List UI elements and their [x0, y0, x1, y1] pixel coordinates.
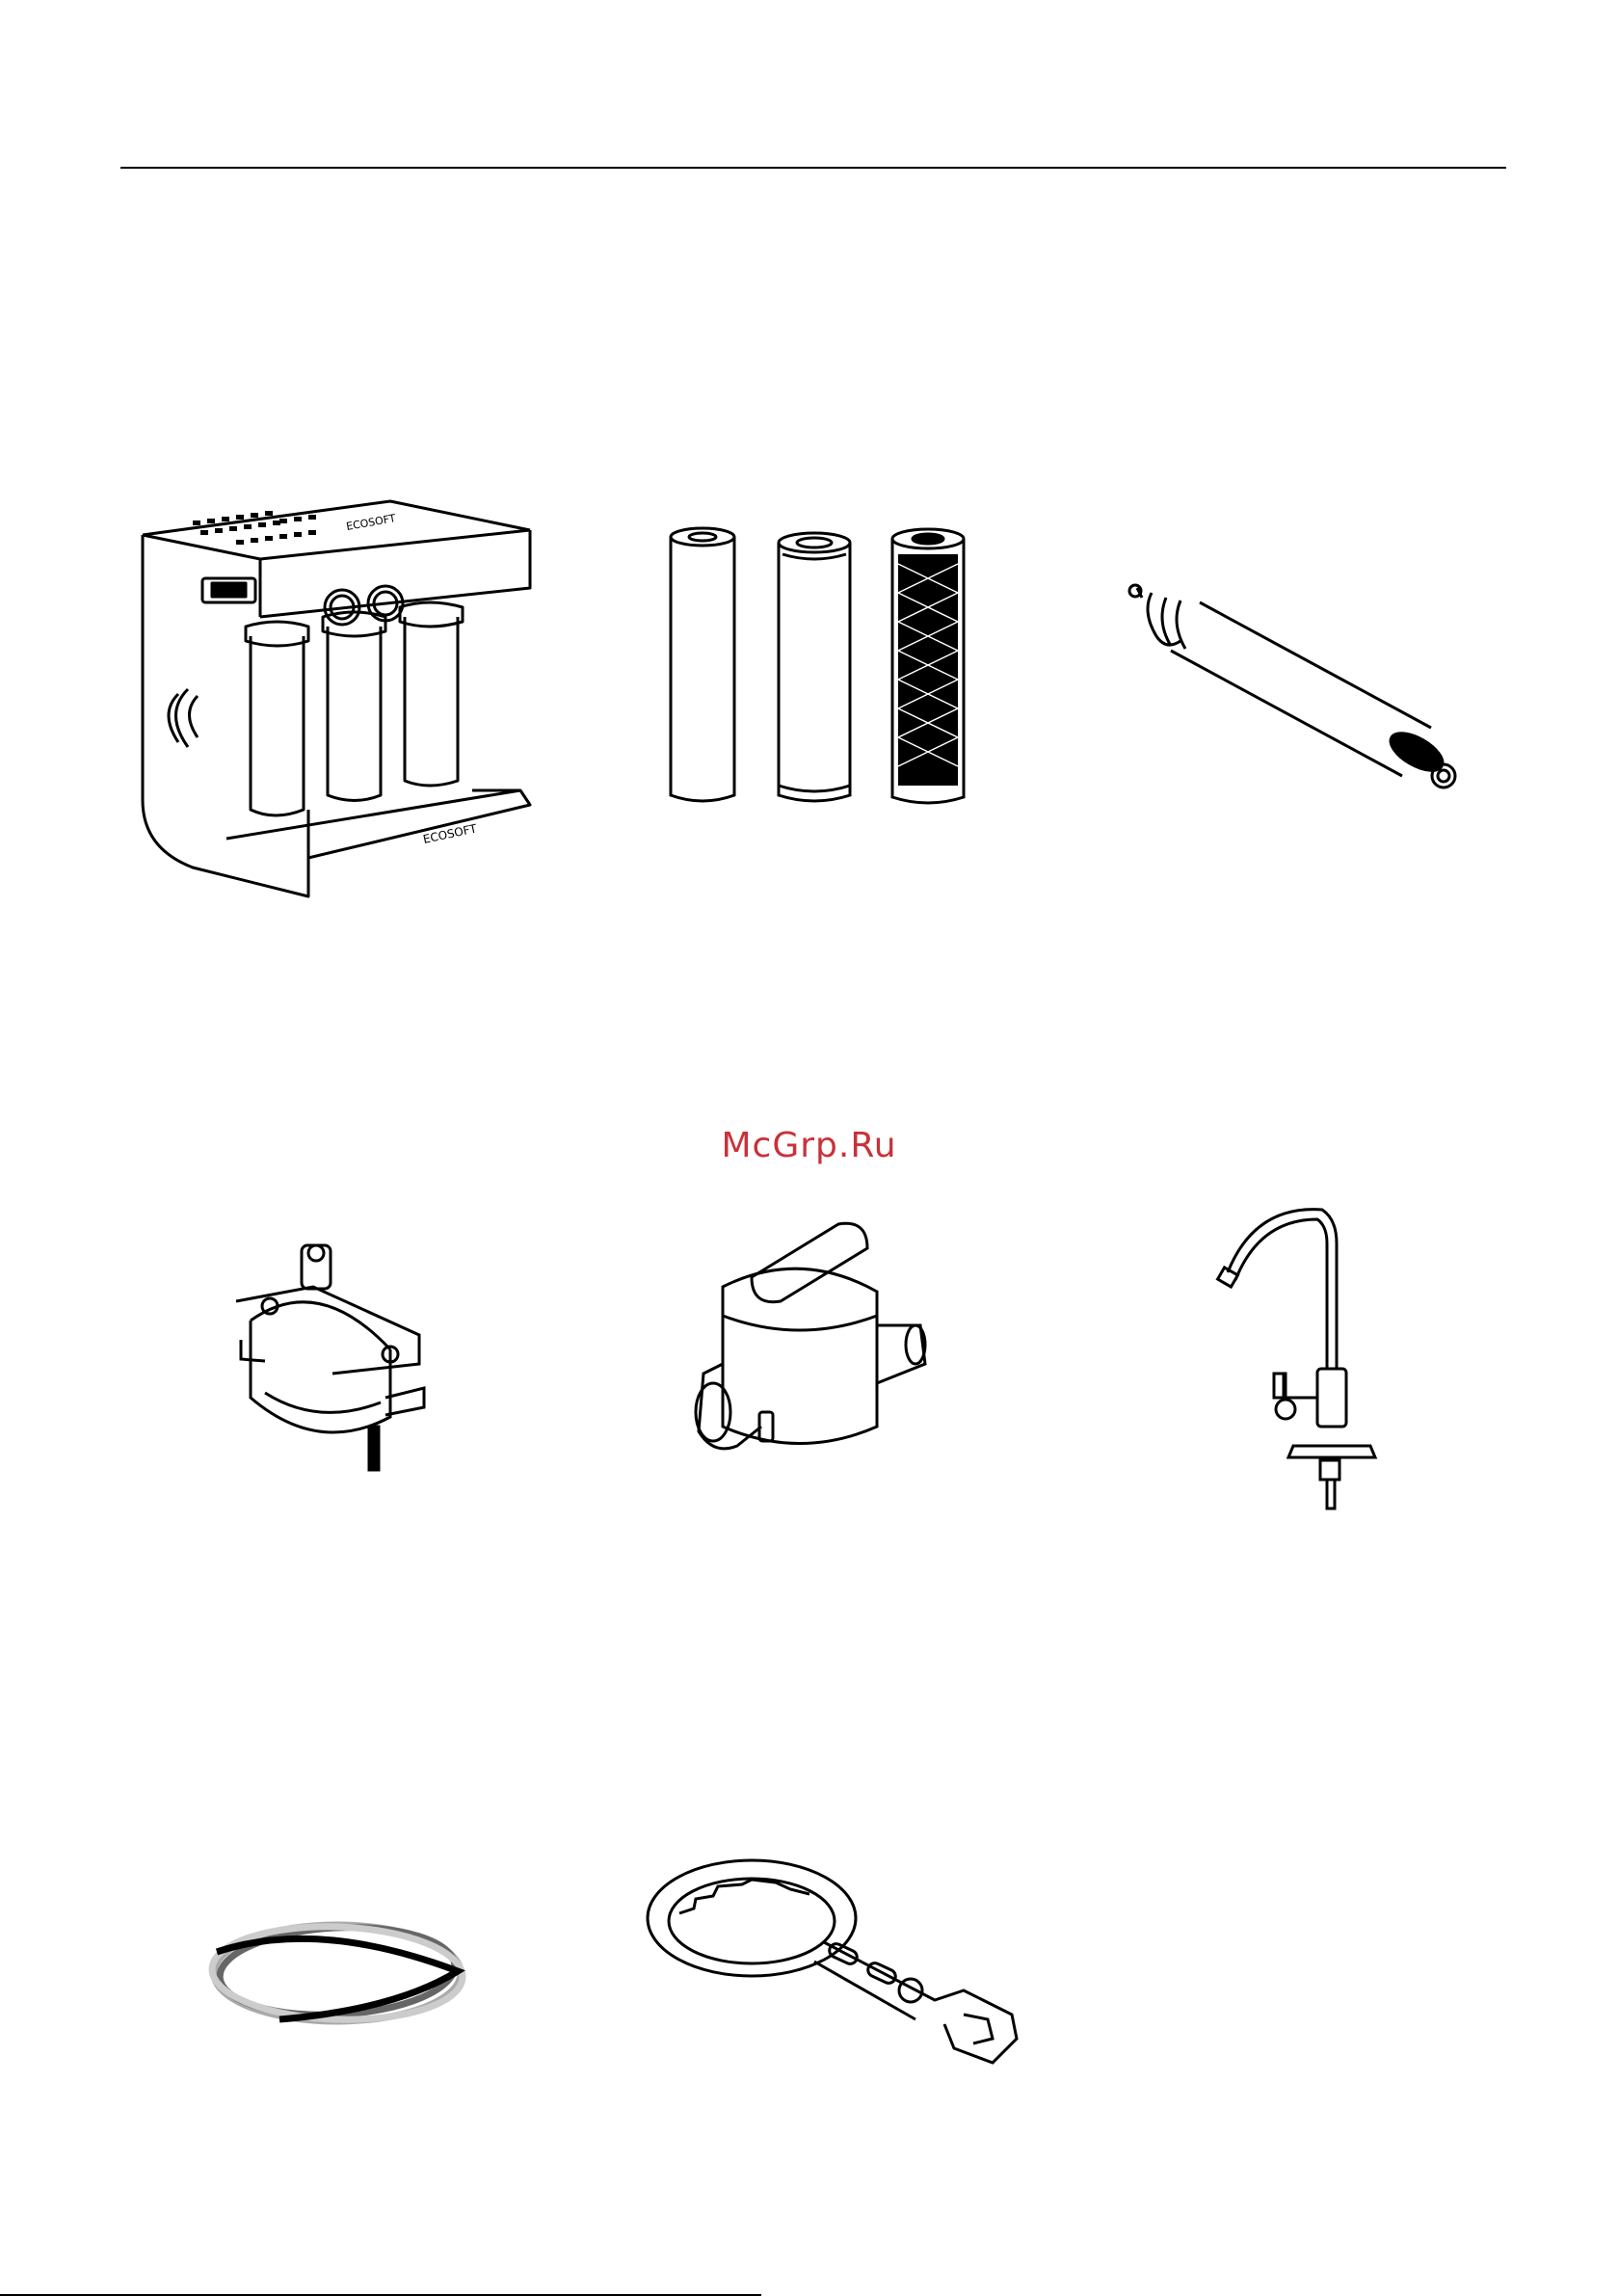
ro-filter-system-illustration: ECOSOFT ECOSOFT [135, 472, 540, 896]
faucet-icon [1216, 1205, 1390, 1513]
filter-system-icon: ECOSOFT ECOSOFT [135, 472, 540, 896]
wrench-icon [646, 1855, 1017, 2063]
cartridge-set-illustration [663, 525, 971, 814]
membrane-icon [1123, 583, 1470, 810]
watermark-text: McGrp.Ru [721, 1126, 896, 1165]
watermark: McGrp.Ru [0, 1126, 1618, 1165]
top-rule [120, 167, 1506, 169]
panel-brand-label: ECOSOFT [345, 512, 397, 533]
ball-valve-illustration [694, 1219, 935, 1470]
faucet-illustration [1216, 1205, 1390, 1513]
tubing-icon [202, 1913, 472, 2034]
tubing-illustration [202, 1913, 472, 2034]
housing-wrench-illustration [646, 1855, 1017, 2063]
saddle-clamp-illustration [226, 1243, 429, 1475]
valve-icon [694, 1219, 935, 1470]
membrane-illustration [1123, 583, 1470, 810]
cartridge-set-icon [663, 525, 971, 814]
saddle-clamp-icon [226, 1243, 429, 1475]
